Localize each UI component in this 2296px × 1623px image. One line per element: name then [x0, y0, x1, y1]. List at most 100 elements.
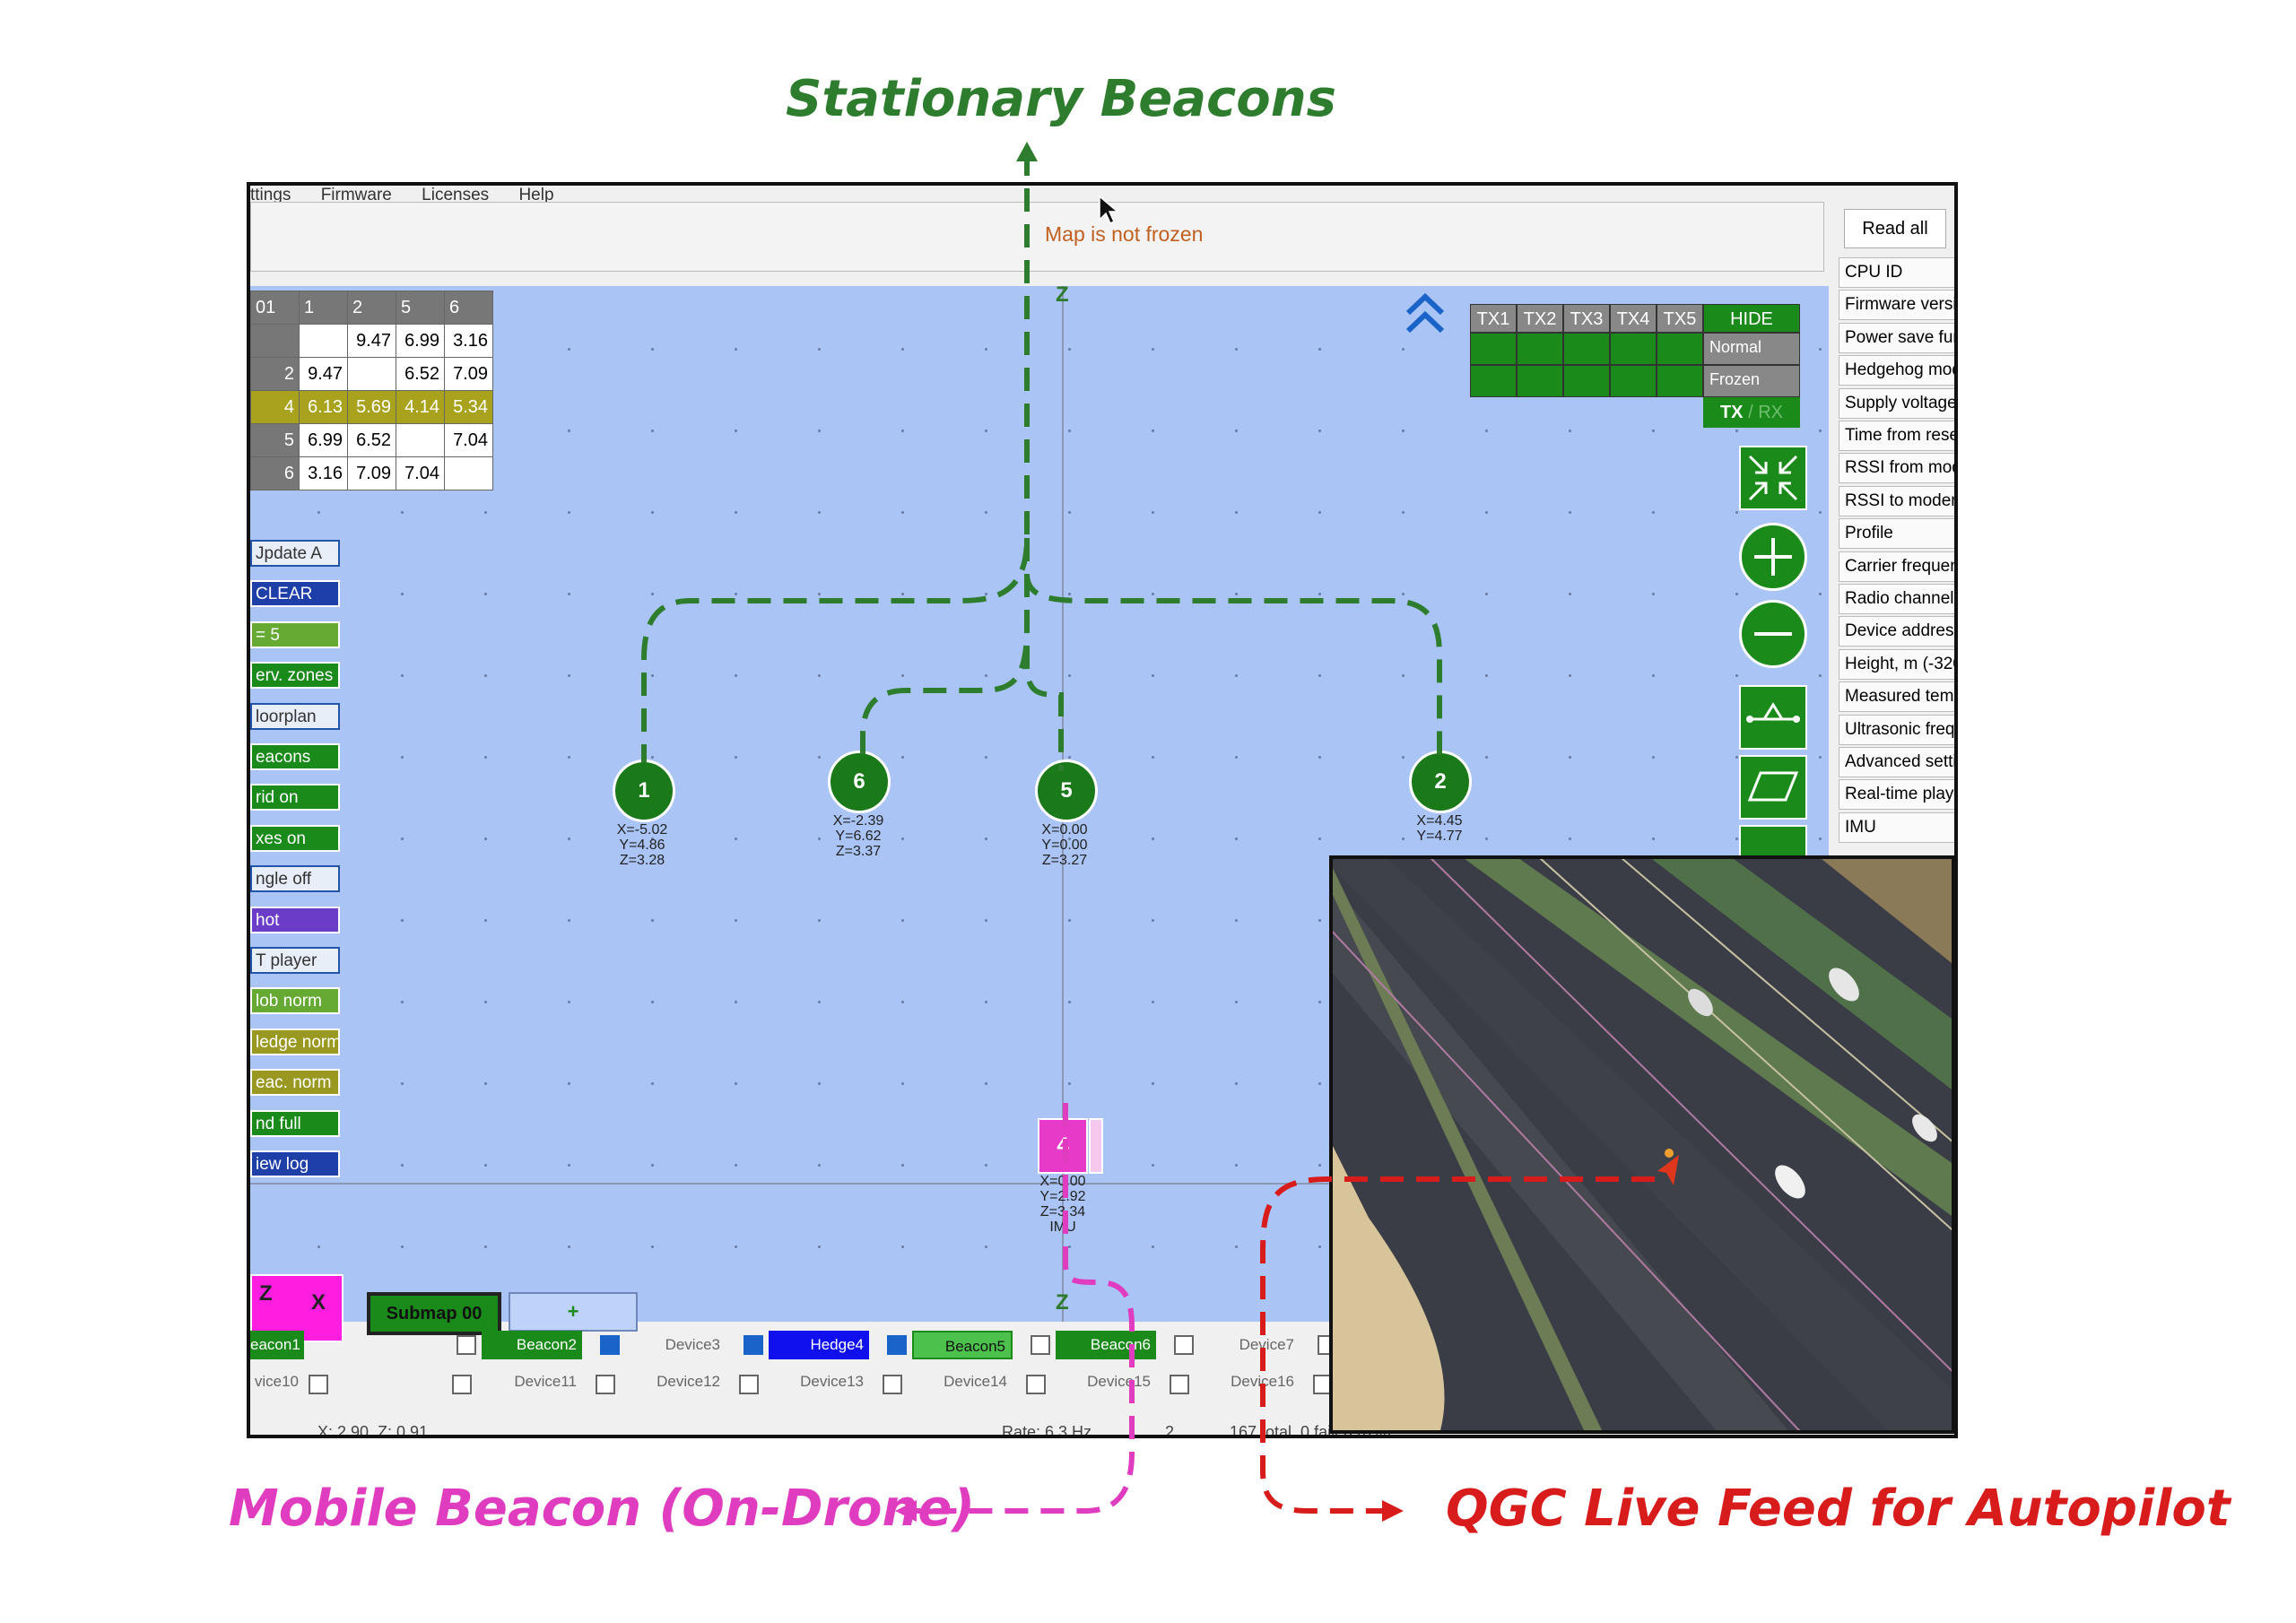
stationary-arrowhead-icon	[1016, 142, 1038, 161]
tx-cell	[1563, 333, 1610, 365]
device-checkbox[interactable]	[457, 1335, 476, 1355]
top-panel: Map is not frozen	[250, 202, 1824, 272]
left-control-button[interactable]: rid on	[250, 784, 340, 812]
beacon-6-coords: X=-2.39 Y=6.62 Z=3.37	[822, 813, 894, 859]
device-checkbox[interactable]	[600, 1335, 620, 1355]
device-checkbox[interactable]	[1174, 1335, 1194, 1355]
device-checkbox[interactable]	[309, 1375, 328, 1394]
zoom-out-button[interactable]	[1739, 600, 1807, 668]
menu-licenses[interactable]: Licenses	[422, 186, 490, 204]
coord-z: Z=3.34	[1039, 1204, 1086, 1219]
left-control-button[interactable]: ngle off	[250, 865, 340, 893]
settings-list-item[interactable]: Profile	[1839, 518, 1954, 550]
table-cell: 6.13	[299, 390, 348, 424]
settings-list-item[interactable]: Hedgehog mode	[1839, 355, 1954, 386]
device-label[interactable]: eacon1	[250, 1331, 304, 1359]
coord-z: Z=3.37	[835, 844, 882, 859]
beacon-6[interactable]: 6	[828, 751, 891, 813]
left-control-button[interactable]: lob norm	[250, 987, 340, 1015]
device-label[interactable]: Device16	[1231, 1373, 1294, 1390]
device-label[interactable]: Device7	[1239, 1336, 1294, 1353]
table-cell: 3.16	[299, 456, 348, 490]
rx-label: RX	[1758, 403, 1784, 422]
menu-help[interactable]: Help	[518, 186, 554, 204]
device-label[interactable]: vice10	[254, 1373, 299, 1390]
settings-list-item[interactable]: Carrier frequency	[1839, 551, 1954, 582]
left-control-button[interactable]: Jpdate A	[250, 540, 340, 567]
left-control-button[interactable]: ledge norm	[250, 1028, 340, 1055]
device-checkbox[interactable]	[887, 1335, 907, 1355]
menu-firmware[interactable]: Firmware	[320, 186, 392, 204]
settings-list-item[interactable]: Radio channel	[1839, 584, 1954, 614]
left-control-button[interactable]: iew log	[250, 1150, 340, 1177]
frozen-mode-button[interactable]: Frozen	[1703, 365, 1800, 397]
device-label[interactable]: Beacon6	[1056, 1331, 1156, 1359]
read-all-button[interactable]: Read all	[1844, 209, 1946, 248]
device-label[interactable]: Device14	[944, 1373, 1007, 1390]
settings-list-item[interactable]: Advanced settin	[1839, 747, 1954, 777]
collapse-view-button[interactable]	[1739, 446, 1807, 510]
device-checkbox[interactable]	[883, 1375, 902, 1394]
device-checkbox[interactable]	[739, 1375, 759, 1394]
mobile-beacon-4[interactable]: 4	[1038, 1118, 1088, 1174]
left-control-button[interactable]: nd full	[250, 1109, 340, 1137]
left-control-button[interactable]: loorplan	[250, 702, 340, 730]
settings-list-item[interactable]: Real-time player	[1839, 779, 1954, 811]
menu-settings[interactable]: ttings	[250, 186, 291, 204]
table-cell	[396, 423, 445, 457]
device-label[interactable]: Device13	[800, 1373, 864, 1390]
device-label[interactable]: Beacon2	[482, 1331, 582, 1359]
left-control-button[interactable]: T player	[250, 947, 340, 974]
double-chevron-up-icon[interactable]	[1403, 290, 1448, 340]
device-label[interactable]: Device11	[514, 1373, 577, 1390]
settings-list-item[interactable]: CPU ID	[1839, 257, 1954, 288]
device-checkbox[interactable]	[1031, 1335, 1050, 1355]
settings-list-item[interactable]: Firmware version	[1839, 290, 1954, 321]
left-control-button[interactable]: eacons	[250, 743, 340, 770]
area-tool-button[interactable]	[1739, 755, 1807, 820]
zoom-in-button[interactable]	[1739, 523, 1807, 591]
beacon-2[interactable]: 2	[1409, 751, 1472, 813]
settings-list-item[interactable]: Measured tempe	[1839, 681, 1954, 713]
device-checkbox[interactable]	[1170, 1375, 1189, 1394]
left-control-button[interactable]: eac. norm	[250, 1069, 340, 1097]
coord-x: X=4.45	[1416, 813, 1463, 829]
left-control-button[interactable]: = 5	[250, 621, 340, 648]
settings-list-item[interactable]: RSSI from modem	[1839, 453, 1954, 484]
submap-button[interactable]: Submap 00	[367, 1292, 501, 1335]
settings-list-item[interactable]: Power save func	[1839, 322, 1954, 353]
device-label[interactable]: Hedge4	[769, 1331, 869, 1359]
device-checkbox[interactable]	[452, 1375, 472, 1394]
settings-list-item[interactable]: Ultrasonic freque	[1839, 714, 1954, 745]
device-label[interactable]: Device12	[657, 1373, 720, 1390]
settings-list-item[interactable]: IMU	[1839, 812, 1954, 843]
beacon-5[interactable]: 5	[1035, 759, 1098, 822]
settings-list-item[interactable]: Height, m (-320.	[1839, 648, 1954, 680]
parallelogram-icon	[1747, 771, 1799, 802]
settings-list-item[interactable]: Supply voltage,	[1839, 387, 1954, 419]
tx-rx-toggle[interactable]: TX / RX	[1703, 397, 1800, 428]
cursor-coords: X: 2.90, Z: 0.91	[317, 1423, 429, 1438]
left-control-button[interactable]: CLEAR	[250, 580, 340, 608]
left-control-button[interactable]: hot	[250, 906, 340, 933]
measure-tool-button[interactable]	[1739, 685, 1807, 750]
device-label[interactable]: Beacon5	[912, 1331, 1013, 1359]
settings-list-item[interactable]: Time from reset,	[1839, 421, 1954, 451]
add-submap-button[interactable]: +	[509, 1292, 638, 1332]
qgc-live-feed-callout: QGC Live Feed for Autopilot	[1446, 1480, 2231, 1538]
device-checkbox[interactable]	[744, 1335, 763, 1355]
settings-list-item[interactable]: RSSI to modem,	[1839, 485, 1954, 516]
device-checkbox[interactable]	[1026, 1375, 1046, 1394]
coord-x: X=0.00	[1039, 1174, 1086, 1189]
left-control-button[interactable]: xes on	[250, 824, 340, 852]
beacon-1[interactable]: 1	[613, 759, 675, 822]
table-row-highlighted: 4 6.13 5.69 4.14 5.34	[250, 390, 493, 424]
device-label[interactable]: Device15	[1087, 1373, 1151, 1390]
device-label[interactable]: Device3	[665, 1336, 720, 1353]
device-checkbox[interactable]	[596, 1375, 615, 1394]
normal-mode-button[interactable]: Normal	[1703, 333, 1800, 365]
hide-button[interactable]: HIDE	[1703, 304, 1800, 333]
settings-list-item[interactable]: Device address	[1839, 616, 1954, 647]
table-cell: 7.09	[444, 357, 493, 391]
left-control-button[interactable]: erv. zones	[250, 662, 340, 690]
